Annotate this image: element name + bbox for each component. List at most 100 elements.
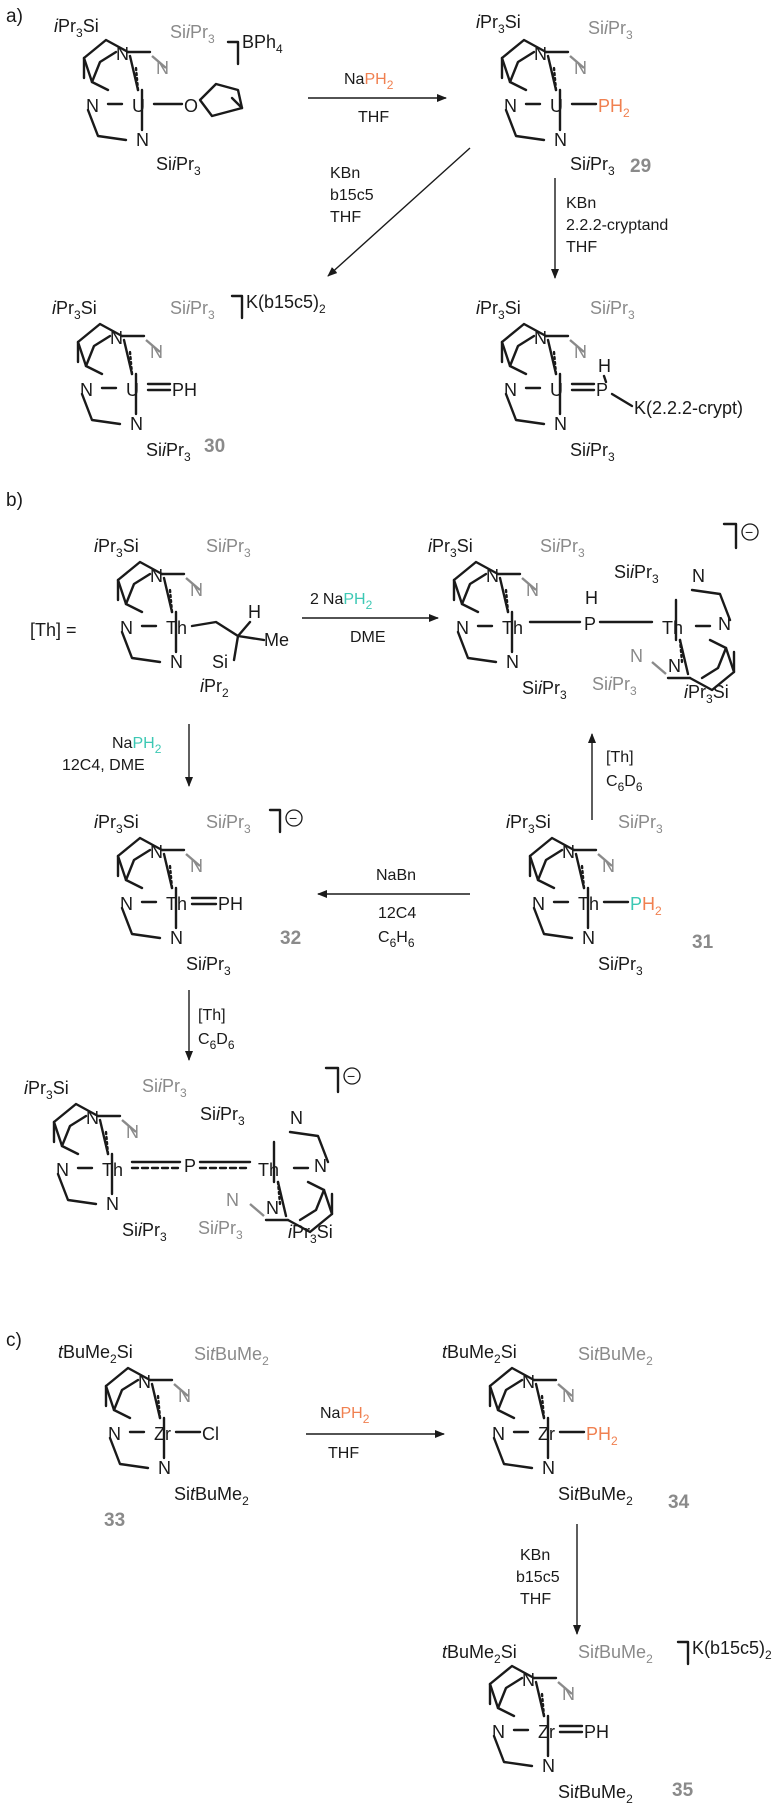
svg-text:N: N: [170, 652, 183, 672]
svg-text:N: N: [532, 894, 545, 914]
reagent-nabn: NaBn: [376, 867, 416, 884]
svg-text:−: −: [347, 1068, 355, 1084]
ph2-ligand-34: PH2: [586, 1424, 618, 1448]
compound-label-35: 35: [672, 1780, 694, 1801]
svg-text:N: N: [226, 1190, 239, 1210]
svg-text:U: U: [550, 380, 563, 400]
solvent-c6h6: C6H6: [378, 929, 415, 950]
svg-text:N: N: [56, 1160, 69, 1180]
svg-text:N: N: [492, 1424, 505, 1444]
svg-text:SiiPr3: SiiPr3: [170, 298, 215, 322]
panel-label-c: c): [6, 1330, 22, 1351]
svg-text:N: N: [602, 856, 615, 876]
svg-text:N: N: [150, 566, 163, 586]
solvent-thf-a2: THF: [330, 209, 361, 226]
svg-text:N: N: [150, 342, 163, 362]
svg-text:Zr: Zr: [538, 1424, 555, 1444]
svg-text:N: N: [314, 1156, 327, 1176]
svg-text:N: N: [106, 1194, 119, 1214]
svg-text:SiiPr3: SiiPr3: [598, 954, 643, 978]
svg-text:N: N: [562, 1386, 575, 1406]
svg-text:N: N: [582, 928, 595, 948]
svg-text:Cl: Cl: [202, 1424, 219, 1444]
svg-text:N: N: [86, 96, 99, 116]
reagent-b15c5-c2: b15c5: [516, 1569, 560, 1586]
svg-text:−: −: [745, 524, 753, 540]
svg-text:N: N: [504, 380, 517, 400]
molecule-34: tBuMe2Si N N SitBuMe2 N Zr PH2 N SitBuMe…: [442, 1342, 653, 1508]
ipr3si-label: iPr3Si: [54, 16, 99, 40]
compound-label-32: 32: [280, 928, 301, 949]
svg-text:Th: Th: [166, 618, 187, 638]
molecule-th-metallacycle: iPr3Si N N SiiPr3 N Th H Me N Si iPr2: [94, 536, 289, 700]
reagent-12c4: 12C4: [378, 905, 416, 922]
svg-text:Th: Th: [258, 1160, 279, 1180]
panel-label-b: b): [6, 490, 23, 511]
svg-text:SiiPr3: SiiPr3: [588, 18, 633, 42]
svg-text:N: N: [158, 1458, 171, 1478]
svg-text:N: N: [138, 1372, 151, 1392]
svg-text:SiiPr3: SiiPr3: [142, 1076, 187, 1100]
svg-text:N: N: [504, 96, 517, 116]
svg-text:U: U: [550, 96, 563, 116]
reagent-b15c5-a2: b15c5: [330, 187, 374, 204]
reagent-cryptand: 2.2.2-cryptand: [566, 217, 668, 234]
molecule-35: tBuMe2Si N N SitBuMe2 K(b15c5)2 N Zr PH …: [442, 1638, 772, 1806]
bridging-p: P: [584, 614, 596, 634]
svg-text:K(b15c5)2: K(b15c5)2: [246, 292, 326, 316]
svg-text:N: N: [522, 1670, 535, 1690]
molecule-th-p-th-anion: iPr3Si N N SiiPr3 N Th N SiiPr3 P Th Sii…: [24, 1066, 361, 1246]
svg-text:N: N: [534, 44, 547, 64]
svg-text:SiiPr3: SiiPr3: [540, 536, 585, 560]
ph-ligand-35: PH: [584, 1722, 609, 1742]
svg-text:N: N: [266, 1198, 279, 1218]
svg-text:N: N: [86, 1108, 99, 1128]
svg-text:tBuMe2Si: tBuMe2Si: [58, 1342, 133, 1366]
bridging-p-linear: P: [184, 1156, 196, 1176]
solvent-thf-a3: THF: [566, 239, 597, 256]
svg-text:N: N: [108, 1424, 121, 1444]
svg-text:SiiPr3: SiiPr3: [592, 674, 637, 698]
molecule-30: iPr3Si N N SiiPr3 K(b15c5)2 N U PH N Sii…: [52, 292, 326, 464]
svg-text:N: N: [692, 566, 705, 586]
svg-text:N: N: [170, 928, 183, 948]
svg-text:iPr3Si: iPr3Si: [476, 298, 521, 322]
svg-text:N: N: [562, 1684, 575, 1704]
svg-text:N: N: [130, 414, 143, 434]
molecule-u-thf-cation: iPr3Si N N SiiPr3 N U N SiiPr3 O BPh4: [54, 16, 283, 178]
svg-text:N: N: [290, 1108, 303, 1128]
svg-text:N: N: [120, 894, 133, 914]
svg-text:iPr3Si: iPr3Si: [288, 1222, 333, 1246]
svg-text:iPr3Si: iPr3Si: [94, 536, 139, 560]
svg-text:SitBuMe2: SitBuMe2: [578, 1344, 653, 1368]
bph4-counterion: BPh4: [242, 32, 283, 56]
svg-text:P: P: [218, 894, 230, 914]
reagent-kbn-a2: KBn: [330, 165, 360, 182]
svg-text:SitBuMe2: SitBuMe2: [558, 1782, 633, 1806]
arrow-a2: [327, 147, 471, 277]
svg-text:iPr3Si: iPr3Si: [428, 536, 473, 560]
svg-text:SiiPr3: SiiPr3: [206, 812, 251, 836]
svg-text:Zr: Zr: [538, 1722, 555, 1742]
svg-text:N: N: [150, 842, 163, 862]
solvent-c6d6-b5: C6D6: [198, 1031, 235, 1052]
svg-text:Zr: Zr: [154, 1424, 171, 1444]
reagent-th-b3: [Th]: [606, 749, 634, 766]
svg-text:N: N: [668, 656, 681, 676]
svg-text:SiiPr3: SiiPr3: [570, 154, 615, 178]
svg-text:SiiPr3: SiiPr3: [570, 440, 615, 464]
svg-text:Th: Th: [502, 618, 523, 638]
svg-text:iPr2: iPr2: [200, 676, 229, 700]
compound-label-34: 34: [668, 1492, 690, 1513]
compound-label-29: 29: [630, 156, 651, 177]
reagent-12c4-dme: 12C4, DME: [62, 757, 145, 774]
svg-text:N: N: [554, 130, 567, 150]
svg-text:U: U: [126, 380, 139, 400]
svg-text:Th: Th: [578, 894, 599, 914]
svg-text:iPr3Si: iPr3Si: [684, 682, 729, 706]
svg-text:N: N: [554, 414, 567, 434]
compound-label-31: 31: [692, 932, 714, 953]
svg-text:N: N: [486, 566, 499, 586]
